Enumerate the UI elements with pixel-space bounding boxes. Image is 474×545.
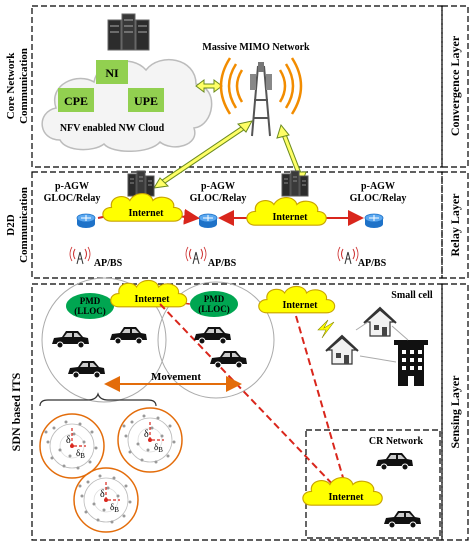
- cluster-circle-1: [39, 413, 105, 479]
- car-icon-4: [193, 326, 232, 345]
- cluster-brace: [39, 392, 157, 407]
- lightning-icon: [317, 319, 335, 339]
- relay-layer-label: Relay Layer: [448, 193, 462, 257]
- cluster3-delta-b: δB: [110, 502, 119, 514]
- internet-label-relay-1: Internet: [129, 208, 165, 219]
- upe-box: [128, 88, 164, 112]
- house-icon-2: [325, 335, 359, 365]
- mimo-to-relay3-arrow-inner: [281, 131, 302, 177]
- internet-label-cr: Internet: [329, 492, 365, 503]
- router-icon-3: [364, 213, 384, 229]
- mimo-to-relay1-arrowhead: [236, 120, 253, 133]
- router-icon-1: [76, 213, 96, 229]
- upe-label: UPE: [134, 94, 158, 108]
- pmd-right: [190, 291, 238, 317]
- pmd-left: [66, 293, 114, 319]
- car-icon-3: [67, 360, 106, 379]
- mimo-to-relay3-arrowhead: [276, 123, 290, 139]
- pagw1-label-line1: p-AGW: [55, 181, 89, 192]
- sensing-layer-label: Sensing Layer: [448, 375, 462, 449]
- mimo-label: Massive MIMO Network: [202, 42, 310, 53]
- small-cell-link-3: [359, 355, 397, 363]
- internet-label-relay-2: Internet: [273, 212, 309, 223]
- small-cell-label: Small cell: [391, 290, 433, 301]
- cluster-circle-2: [117, 407, 183, 473]
- internet-label-sensing-2: Internet: [283, 300, 319, 311]
- nfv-cloud: [41, 58, 213, 152]
- router-icon-2: [198, 213, 218, 229]
- car-icon-1: [51, 330, 90, 349]
- apbs-antenna-icon-2: [185, 246, 207, 265]
- pagw2-label-line1: p-AGW: [201, 181, 235, 192]
- apbs-antenna-icon-3: [337, 246, 359, 265]
- apbs-antenna-icon-1: [69, 246, 91, 265]
- convergence-layer-box: [441, 5, 469, 168]
- sensing-layer-box: [441, 283, 469, 541]
- d2d-label-line2: Communication: [18, 187, 30, 263]
- cloud-server-icon: [107, 13, 150, 51]
- pmd-left-label-1: PMD: [80, 296, 101, 306]
- small-cell-link-2: [391, 325, 409, 341]
- pmd-right-label-1: PMD: [204, 294, 225, 304]
- movement-label: Movement: [151, 371, 201, 383]
- relay-server-icon-1: [127, 170, 155, 197]
- cell-circle-right: [157, 281, 275, 399]
- building-icon: [394, 340, 428, 386]
- cr-network-label: CR Network: [369, 436, 424, 447]
- cluster3-delta: δ: [100, 489, 105, 500]
- nfv-cloud-label: NFV enabled NW Cloud: [60, 123, 165, 134]
- car-icon-5: [209, 350, 248, 369]
- car-icon-2: [109, 326, 148, 345]
- internet-label-sensing-1: Internet: [135, 294, 171, 305]
- cluster-circle-3: [73, 467, 139, 533]
- apbs-label-2: AP/BS: [208, 258, 237, 269]
- ni-label: NI: [105, 66, 119, 80]
- pagw1-label-line2: GLOC/Relay: [44, 193, 101, 204]
- d2d-label-line1: D2D: [5, 214, 17, 235]
- apbs-label-3: AP/BS: [358, 258, 387, 269]
- cluster2-delta: δ: [144, 429, 149, 440]
- house-icon-1: [363, 307, 397, 337]
- cpe-box: [58, 88, 94, 112]
- car-icon-cr-1: [375, 452, 414, 471]
- dash-link-cr-1: [159, 303, 339, 491]
- convergence-layer-label: Convergence Layer: [448, 35, 462, 136]
- pmd-left-label-2: (LLOC): [74, 306, 106, 316]
- cell-circle-left: [41, 277, 167, 403]
- car-icon-cr-2: [383, 510, 422, 529]
- sdn-its-label: SDN based ITS: [9, 372, 23, 451]
- pagw3-label-line1: p-AGW: [361, 181, 395, 192]
- mimo-to-relay1-arrow-inner: [159, 124, 247, 186]
- dash-link-cr-2: [295, 315, 347, 489]
- ni-box: [96, 60, 128, 84]
- mimo-to-relay1-arrowtail: [153, 177, 170, 189]
- apbs-label-1: AP/BS: [94, 258, 123, 269]
- cpe-label: CPE: [64, 94, 88, 108]
- pagw2-label-line2: GLOC/Relay: [190, 193, 247, 204]
- cluster1-delta-b: δB: [76, 448, 85, 460]
- relay-layer-box: [441, 171, 469, 279]
- cr-network-box: [305, 429, 441, 539]
- small-cell-link-1: [355, 321, 369, 331]
- core-network-label-line2: Communication: [18, 48, 30, 124]
- core-network-label-line1: Core Network: [5, 52, 17, 120]
- mimo-tower-icon: [219, 57, 303, 137]
- cluster2-delta-b: δB: [154, 442, 163, 454]
- pagw3-label-line2: GLOC/Relay: [350, 193, 407, 204]
- cluster1-delta: δ: [66, 435, 71, 446]
- pmd-right-label-2: (LLOC): [198, 304, 230, 314]
